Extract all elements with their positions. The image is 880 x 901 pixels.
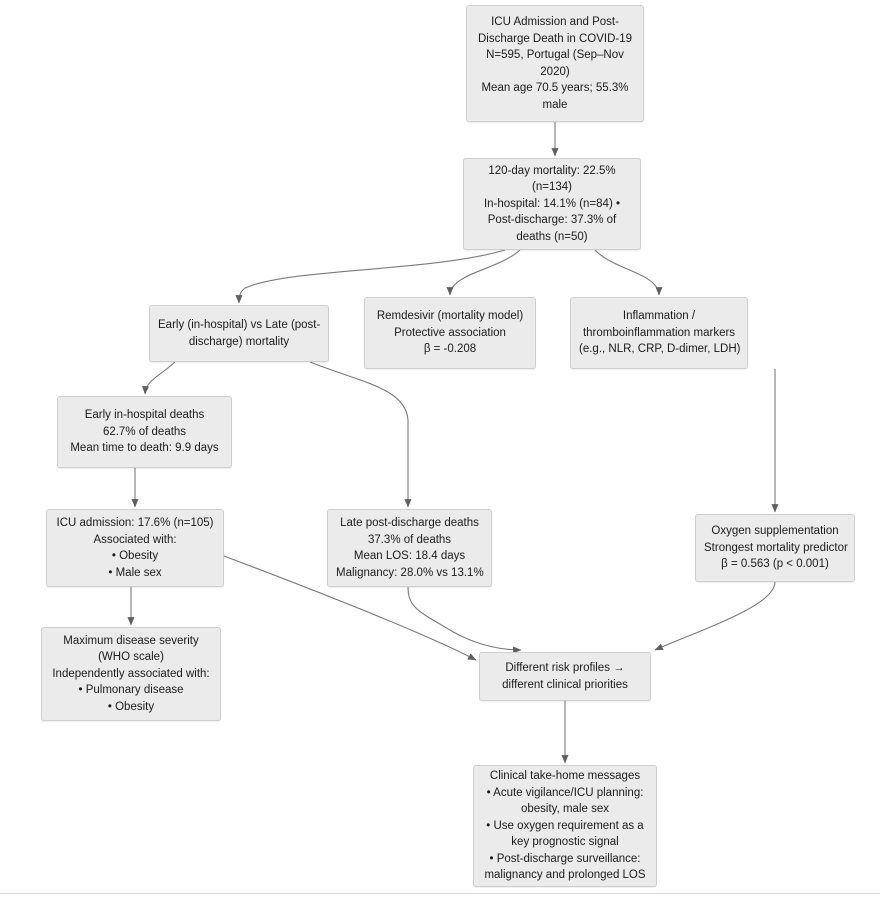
node-text-line: • Obesity [107, 700, 155, 713]
edge-mortality-to-inflammation [594, 249, 663, 296]
node-text: ICU admission: 17.6% (n=105) Associated w… [55, 515, 215, 581]
node-text-line: In-hospital: 14.1% (n=84) • [483, 197, 621, 210]
node-text: 120-day mortality: 22.5% (n=134) In-hospit… [472, 163, 632, 246]
node-text-line: Maximum disease severity [63, 634, 199, 647]
node-text-line: Clinical take-home messages [489, 770, 641, 783]
node-text: Clinical take-home messages • Acute vigil… [482, 768, 648, 884]
node-text-line: • Male sex [108, 566, 162, 579]
node-late-post-discharge-deaths[interactable]: Late post-discharge deaths 37.3% of death… [327, 509, 492, 587]
node-text-line: β = -0.208 [423, 343, 477, 356]
node-text-line: Remdesivir (mortality model) [376, 310, 524, 323]
node-text-line: male [542, 98, 568, 111]
node-text-line: Mean time to death: 9.9 days [70, 442, 219, 455]
node-text-line: ICU admission: 17.6% (n=105) [56, 517, 214, 529]
node-text-line: 37.3% of deaths [367, 533, 452, 546]
edge-mortality-to-remdesivir [446, 249, 521, 296]
node-text-line: • Use oxygen requirement as a [486, 819, 644, 832]
node-text: Inflammation / thromboinflammation marker… [579, 308, 741, 358]
node-text-line: • Pulmonary disease [78, 684, 184, 697]
node-inflammation-markers[interactable]: Inflammation / thromboinflammation marker… [570, 297, 748, 369]
node-text-line: Oxygen supplementation [711, 525, 839, 538]
node-text-line: 120-day mortality: 22.5% [488, 164, 616, 177]
node-text-line: N=595, Portugal (Sep–Nov [486, 49, 624, 61]
node-text-line: thromboinflammation markers [582, 326, 736, 339]
node-text-line: (n=134) [532, 181, 572, 194]
node-text-line: Early in-hospital deaths [84, 409, 205, 422]
node-text-line: Strongest mortality predictor [704, 541, 848, 554]
node-text-line: malignancy and prolonged LOS [484, 869, 646, 882]
node-text-line: deaths (n=50) [516, 230, 588, 243]
edge-mortality-to-early-late [235, 249, 506, 304]
edge-early-late-to-early-deaths [142, 361, 176, 395]
node-text-line: different clinical priorities [502, 678, 628, 691]
edge-late-deaths-to-risk-profiles [407, 586, 522, 654]
node-text-line: Post-discharge: 37.3% of [487, 214, 617, 227]
node-text-line: Independently associated with: [52, 667, 210, 680]
node-text: Remdesivir (mortality model) Protective a… [373, 308, 527, 358]
node-text-line: 62.7% of deaths [102, 425, 187, 438]
node-120-day-mortality[interactable]: 120-day mortality: 22.5% (n=134) In-hospit… [463, 158, 641, 250]
node-text: Maximum disease severity (WHO scale) Indep… [50, 633, 212, 716]
node-text-line: Late post-discharge deaths [340, 517, 479, 529]
bottom-divider [0, 893, 880, 894]
edge-oxygen-to-risk-profiles [654, 581, 776, 651]
node-text-line: β = 0.563 (p < 0.001) [721, 558, 829, 571]
node-text: Different risk profiles → different clini… [488, 660, 642, 693]
node-text-line: Different risk profiles → [505, 662, 625, 674]
node-icu-admission[interactable]: ICU admission: 17.6% (n=105) Associated w… [46, 509, 224, 587]
node-text-line: 2020) [540, 65, 570, 78]
node-text-line: Protective association [394, 326, 506, 339]
node-text-line: ICU Admission and Post- [491, 16, 619, 28]
node-text: ICU Admission and Post- Discharge Death i… [475, 14, 635, 113]
edge-early-late-to-late-deaths [309, 361, 412, 508]
node-study-overview[interactable]: ICU Admission and Post- Discharge Death i… [466, 5, 644, 122]
node-text-line: Inflammation / [622, 310, 696, 323]
node-text-line: Malignancy: 28.0% vs 13.1% [336, 566, 484, 579]
node-text-line: Discharge Death in COVID-19 [477, 32, 633, 45]
node-text-line: • Obesity [111, 550, 159, 562]
node-text-line: (WHO scale) [98, 651, 164, 664]
node-remdesivir-model[interactable]: Remdesivir (mortality model) Protective a… [364, 297, 536, 369]
node-text: Early (in-hospital) vs Late (post-discha… [158, 317, 320, 350]
node-text: Late post-discharge deaths 37.3% of death… [336, 515, 484, 581]
node-maximum-disease-severity[interactable]: Maximum disease severity (WHO scale) Indep… [41, 627, 221, 721]
node-different-risk-profiles[interactable]: Different risk profiles → different clini… [479, 652, 651, 701]
node-text-line: obesity, male sex [521, 803, 609, 816]
node-text-line: Mean LOS: 18.4 days [353, 550, 466, 562]
node-text-line: (e.g., NLR, CRP, D-dimer, LDH) [579, 343, 741, 356]
node-text-line: key prognostic signal [511, 836, 619, 849]
node-text-line: • Acute vigilance/ICU planning: [486, 786, 644, 799]
node-text-line: Early (in-hospital) vs Late (post- [158, 319, 321, 331]
node-text-line: Mean age 70.5 years; 55.3% [481, 82, 629, 94]
node-text-line: Associated with: [93, 533, 177, 546]
node-text-line: • Post-discharge surveillance: [489, 852, 641, 865]
node-early-vs-late-mortality[interactable]: Early (in-hospital) vs Late (post-discha… [149, 305, 329, 362]
node-clinical-take-home-messages[interactable]: Clinical take-home messages • Acute vigil… [473, 765, 657, 887]
node-text-line: discharge) mortality [188, 335, 290, 348]
